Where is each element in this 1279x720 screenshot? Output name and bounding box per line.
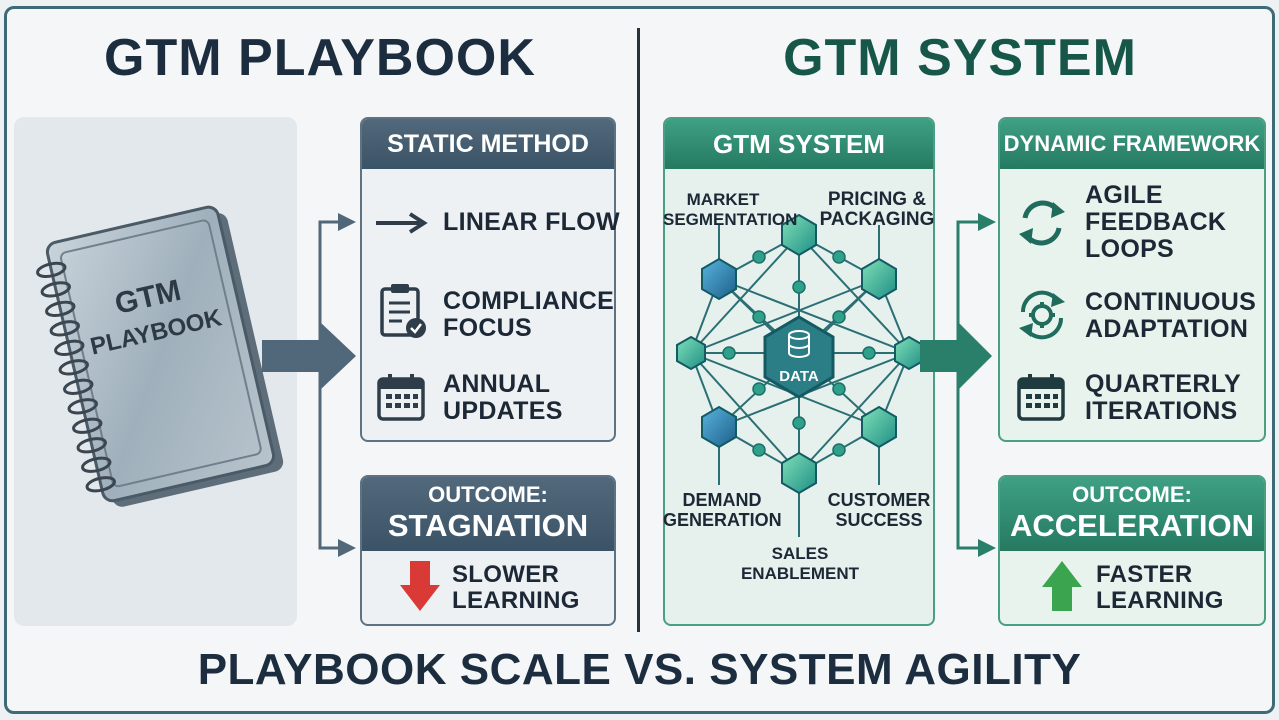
market-segmentation-label: MARKET SEGMENTATION <box>663 190 798 229</box>
linear-flow-label: LINEAR FLOW <box>443 208 620 236</box>
gtm-network-graph: DATA <box>676 213 924 537</box>
faster-learning-label: FASTER LEARNING <box>1096 561 1224 614</box>
sales-enablement-label: SALES ENABLEMENT <box>740 544 860 583</box>
center-divider <box>637 28 640 632</box>
right-title: GTM SYSTEM <box>783 29 1137 87</box>
clipboard-check-icon <box>380 284 426 338</box>
acceleration-outcome-value: ACCELERATION <box>1010 508 1254 543</box>
slower-learning-label: SLOWER LEARNING <box>452 561 580 614</box>
dynamic-framework-header: DYNAMIC FRAMEWORK <box>1000 119 1264 169</box>
calendar-icon <box>1017 374 1065 421</box>
acceleration-outcome-card: OUTCOME: ACCELERATION <box>998 475 1266 626</box>
arrow-down-icon <box>400 561 440 611</box>
calendar-icon <box>377 374 425 421</box>
demand-generation-label: DEMAND GENERATION <box>663 490 782 530</box>
gtm-system-network-header: GTM SYSTEM <box>665 119 933 169</box>
gear-cycle-icon <box>1019 290 1065 340</box>
continuous-adaptation-label: CONTINUOUS ADAPTATION <box>1085 288 1257 343</box>
agile-feedback-loops-label: AGILE FEEDBACK LOOPS <box>1085 181 1227 263</box>
acceleration-outcome-label: OUTCOME: <box>1072 482 1192 507</box>
stagnation-outcome-card: OUTCOME: STAGNATION <box>360 475 616 626</box>
refresh-cycle-icon <box>1019 200 1065 246</box>
arrow-up-icon <box>1042 561 1082 611</box>
quarterly-iterations-label: QUARTERLY ITERATIONS <box>1085 370 1241 425</box>
stagnation-outcome-label: OUTCOME: <box>428 482 548 507</box>
annual-updates-label: ANNUAL UPDATES <box>443 370 563 425</box>
customer-success-label: CUSTOMER SUCCESS <box>827 490 931 530</box>
static-method-header: STATIC METHOD <box>362 119 614 169</box>
pricing-packaging-label: PRICING & PACKAGING <box>819 189 935 230</box>
compliance-focus-label: COMPLIANCE FOCUS <box>443 287 615 342</box>
playbook-book-illustration: GTM PLAYBOOK <box>36 205 284 507</box>
data-hub-label: DATA <box>779 368 819 385</box>
arrow-right-icon <box>376 212 428 234</box>
left-title: GTM PLAYBOOK <box>104 29 536 87</box>
footer-tagline: PLAYBOOK SCALE VS. SYSTEM AGILITY <box>197 645 1082 694</box>
stagnation-outcome-value: STAGNATION <box>387 508 589 543</box>
